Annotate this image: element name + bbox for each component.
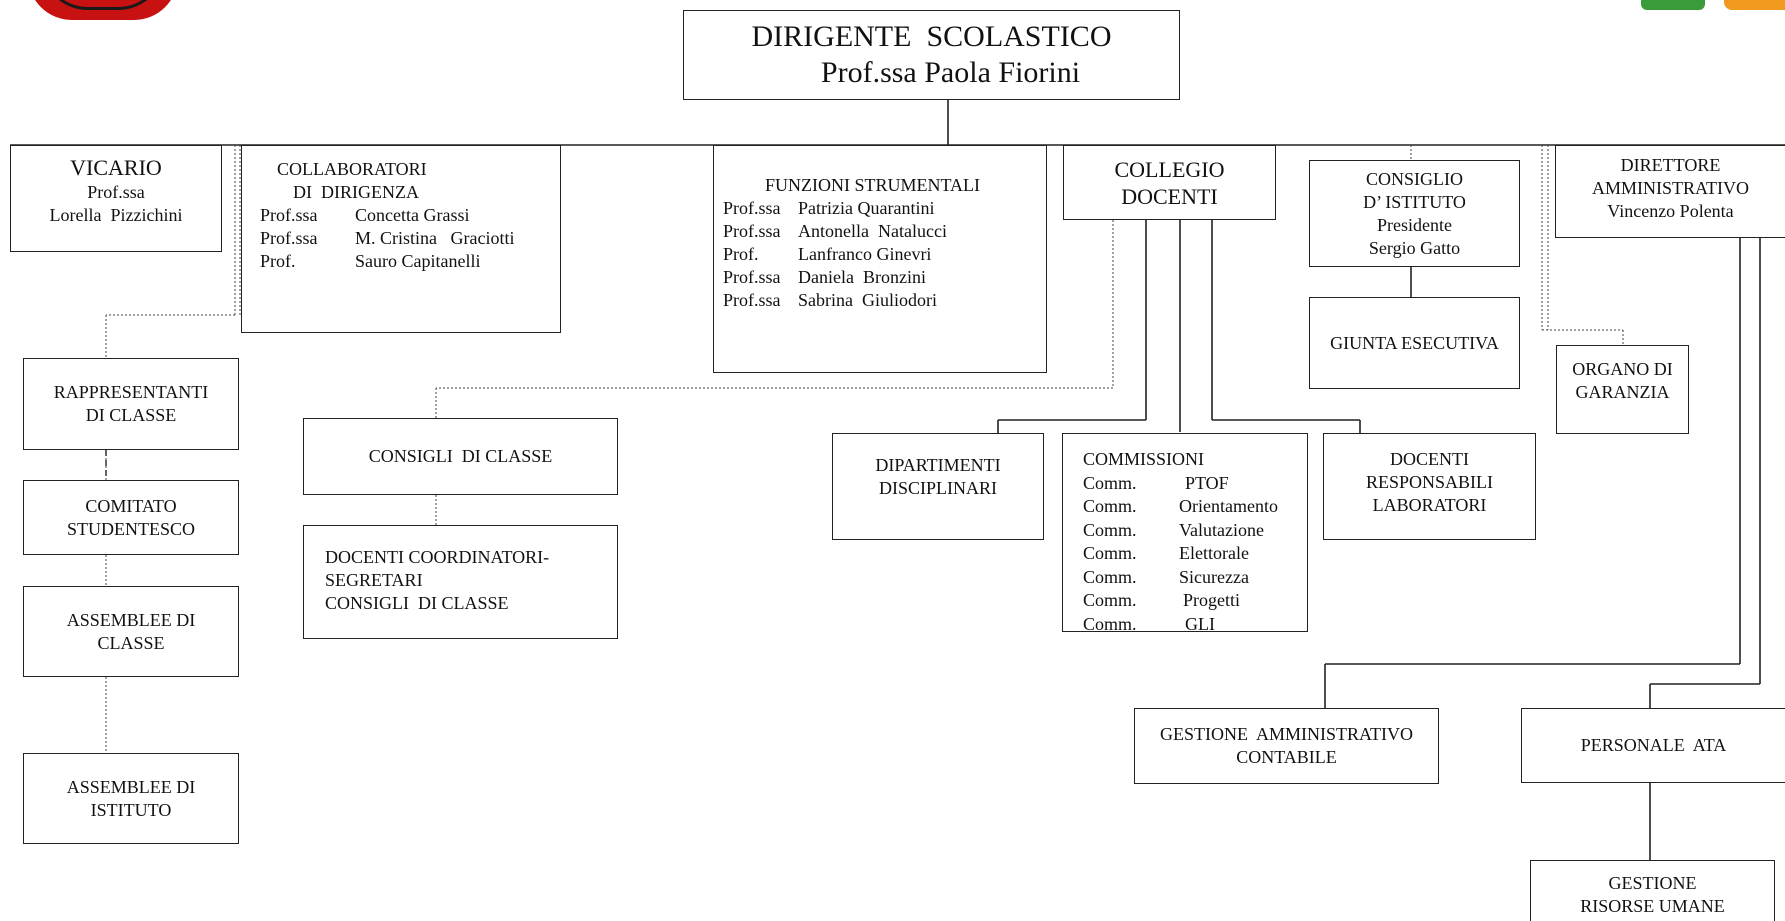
node-collegio-line: COLLEGIO [1114, 156, 1225, 182]
node-commissioni-row: Comm.Sicurezza [1083, 566, 1249, 587]
node-vicario-title: VICARIO [70, 155, 162, 180]
node-assemblee-istituto-line: ISTITUTO [90, 799, 172, 820]
node-direttore-line: DIRETTORE [1620, 155, 1721, 175]
node-consiglio-istituto-line: CONSIGLIO [1366, 168, 1463, 189]
node-organo-line: ORGANO DI [1572, 358, 1673, 379]
node-gestione-ru-line: RISORSE UMANE [1580, 896, 1725, 916]
node-gestione-amm-line: GESTIONE AMMINISTRATIVO [1160, 724, 1413, 744]
node-dipartimenti-line: DIPARTIMENTI [875, 454, 1001, 475]
node-assemblee-classe-line: CLASSE [97, 632, 165, 653]
node-collaboratori-title: DI DIRIGENZA [293, 182, 419, 202]
node-gestione-amm: GESTIONE AMMINISTRATIVO CONTABILE [1134, 708, 1439, 784]
node-gestione-ru: GESTIONE RISORSE UMANE [1530, 860, 1775, 921]
node-commissioni-row: Comm.Valutazione [1083, 519, 1264, 540]
node-rappresentanti-line: DI CLASSE [85, 405, 177, 425]
node-commissioni-row: Comm.GLI [1083, 613, 1215, 634]
node-rappresentanti: RAPPRESENTANTI DI CLASSE [23, 358, 239, 450]
node-consiglio-istituto-line: Presidente [1377, 214, 1452, 235]
node-assemblee-istituto: ASSEMBLEE DI ISTITUTO [23, 753, 239, 844]
node-collaboratori-title: COLLABORATORI [277, 159, 427, 179]
node-collaboratori-row: Prof.Sauro Capitanelli [260, 251, 481, 271]
node-dirigente-name: Prof.ssa Paola Fiorini [820, 56, 1081, 89]
node-personale-ata: PERSONALE ATA [1521, 708, 1785, 783]
node-comitato-line: COMITATO [85, 495, 177, 516]
orange-logo-icon [1724, 0, 1785, 10]
node-commissioni-row: Comm.Progetti [1083, 590, 1240, 610]
node-assemblee-classe: ASSEMBLEE DI CLASSE [23, 586, 239, 677]
node-dirigente: DIRIGENTE SCOLASTICO Prof.ssa Paola Fior… [683, 10, 1180, 100]
node-direttore-line: Vincenzo Polenta [1607, 201, 1734, 221]
node-gestione-ru-line: GESTIONE [1608, 873, 1697, 893]
node-docenti-lab-line: DOCENTI [1390, 449, 1469, 469]
node-direttore-line: AMMINISTRATIVO [1592, 178, 1749, 198]
node-funzioni-title: FUNZIONI STRUMENTALI [765, 175, 981, 195]
node-commissioni: COMMISSIONI Comm.PTOF Comm.Orientamento … [1062, 433, 1308, 634]
node-giunta-text: GIUNTA ESECUTIVA [1330, 332, 1499, 353]
node-collegio: COLLEGIO DOCENTI [1063, 145, 1276, 220]
node-consigli-classe-text: CONSIGLI DI CLASSE [368, 446, 553, 466]
node-vicario-line: Lorella Pizzichini [49, 205, 183, 225]
node-assemblee-classe-line: ASSEMBLEE DI [66, 609, 196, 630]
node-docenti-lab: DOCENTI RESPONSABILI LABORATORI [1323, 433, 1536, 540]
node-gestione-amm-line: CONTABILE [1236, 747, 1337, 767]
node-commissioni-row: Comm.Orientamento [1083, 496, 1278, 516]
node-dipartimenti: DIPARTIMENTI DISCIPLINARI [832, 433, 1044, 540]
node-organo: ORGANO DI GARANZIA [1556, 345, 1689, 434]
node-commissioni-row: Comm.PTOF [1083, 472, 1229, 493]
node-docenti-coordinatori-line: DOCENTI COORDINATORI- [325, 547, 550, 567]
node-collegio-line: DOCENTI [1121, 183, 1218, 209]
node-docenti-coordinatori-line: CONSIGLI DI CLASSE [325, 593, 509, 613]
node-dipartimenti-line: DISCIPLINARI [878, 477, 997, 498]
node-funzioni-row: Prof.Lanfranco Ginevri [723, 244, 932, 264]
node-commissioni-title: COMMISSIONI [1083, 449, 1205, 469]
repubblica-italiana-emblem-icon [28, 0, 178, 20]
node-organo-line: GARANZIA [1575, 381, 1670, 402]
node-commissioni-row: Comm.Elettorale [1083, 543, 1249, 563]
node-dirigente-title: DIRIGENTE SCOLASTICO [751, 20, 1112, 53]
node-docenti-coordinatori: DOCENTI COORDINATORI- SEGRETARI CONSIGLI… [303, 525, 618, 639]
node-vicario: VICARIO Prof.ssa Lorella Pizzichini [10, 145, 222, 252]
node-assemblee-istituto-line: ASSEMBLEE DI [66, 776, 196, 797]
node-direttore: DIRETTORE AMMINISTRATIVO Vincenzo Polent… [1555, 145, 1785, 238]
node-comitato: COMITATO STUDENTESCO [23, 480, 239, 555]
node-giunta: GIUNTA ESECUTIVA [1309, 297, 1520, 389]
node-docenti-lab-line: RESPONSABILI [1365, 472, 1494, 492]
node-vicario-line: Prof.ssa [87, 182, 145, 202]
node-comitato-line: STUDENTESCO [66, 518, 195, 539]
node-consiglio-istituto: CONSIGLIO D’ ISTITUTO Presidente Sergio … [1309, 160, 1520, 267]
node-consiglio-istituto-line: Sergio Gatto [1368, 237, 1461, 258]
node-docenti-coordinatori-line: SEGRETARI [325, 570, 423, 590]
node-docenti-lab-line: LABORATORI [1372, 495, 1487, 515]
node-personale-ata-text: PERSONALE ATA [1580, 735, 1727, 755]
node-consigli-classe: CONSIGLI DI CLASSE [303, 418, 618, 495]
green-logo-icon [1641, 0, 1705, 10]
node-rappresentanti-line: RAPPRESENTANTI [53, 382, 209, 402]
node-consiglio-istituto-line: D’ ISTITUTO [1363, 191, 1466, 212]
